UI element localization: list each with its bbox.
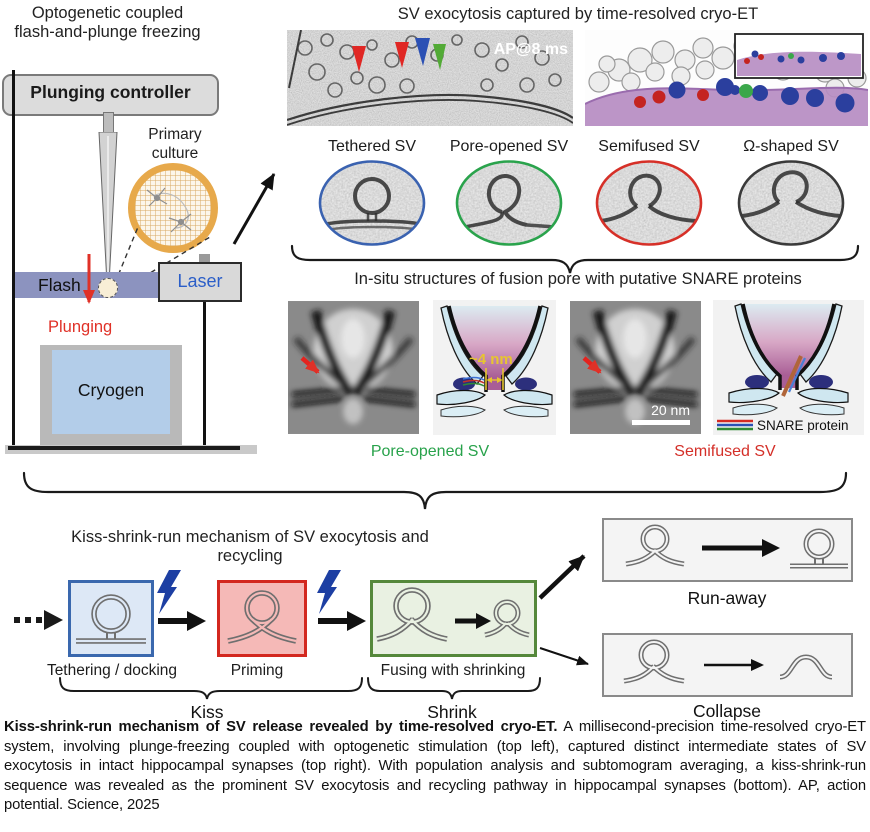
omega-shaped-sv-label: Ω-shaped SV: [743, 138, 839, 155]
segmentation-3d-image: [585, 30, 868, 126]
plunging-label: Plunging: [48, 318, 113, 336]
primed-vesicle-icon: [227, 590, 297, 644]
shrink-brace: [367, 677, 541, 700]
plunging-arrow-icon: [83, 254, 95, 304]
blue-arrowhead-icon: [415, 38, 430, 66]
collapse-branch-arrow-icon: [539, 647, 589, 666]
kiss-label: Kiss: [190, 702, 224, 722]
left-title-line1: Optogenetic coupled: [31, 4, 184, 22]
left-panel-title: Optogenetic coupled flash-and-plunge fre…: [5, 4, 210, 42]
top-right-title: SV exocytosis captured by time-resolved …: [397, 5, 759, 23]
pore-size-label: ~4 nm: [469, 351, 513, 368]
ap-time-label: AP@8 ms: [494, 41, 568, 58]
stage-tethering-label: Tethering / docking: [46, 662, 178, 679]
insitu-pore-opened-label: Pore-opened SV: [370, 443, 490, 460]
sample-droplet: [98, 278, 118, 298]
laser-box: Laser: [158, 262, 242, 302]
left-title-line2: flash-and-plunge freezing: [14, 23, 201, 41]
runaway-vesicle-icon: [625, 524, 848, 569]
figure-caption: Kiss-shrink-run mechanism of SV release …: [4, 718, 866, 816]
primary-culture-label: Primary culture: [148, 126, 202, 162]
tethered-sv-label: Tethered SV: [327, 138, 417, 155]
semifused-sv-label: Semifused SV: [598, 138, 700, 155]
snare-legend-label: SNARE protein: [757, 418, 849, 433]
green-arrowhead-icon: [433, 44, 446, 70]
lightning-bolt-icon: [157, 570, 181, 614]
semifused-sv-image: [595, 160, 703, 246]
snare-strands-icon: [462, 376, 485, 387]
flow-arrow-icon: [318, 611, 366, 631]
fusing-shrinking-box: [370, 580, 537, 657]
caption-body-text: A millisecond-precision time-resolved cr…: [4, 719, 866, 814]
scale-bar-label: 20 nm: [651, 402, 690, 418]
insitu-title: In-situ structures of fusion pore with p…: [354, 270, 802, 288]
sv-states-brace: [290, 244, 860, 274]
primary-culture-inset: [128, 163, 218, 253]
snare-rod-icon: [781, 355, 803, 397]
segmentation-inset: [734, 33, 864, 79]
runaway-branch-arrow-icon: [538, 554, 586, 600]
pore-opened-segmentation-image: ~4 nm: [433, 300, 556, 435]
pore-opened-sv-label: Pore-opened SV: [449, 138, 569, 155]
tethering-docking-box: [68, 580, 154, 657]
pore-opened-subtomogram-image: [288, 300, 419, 435]
laser-stand-line: [203, 302, 206, 448]
summary-brace: [22, 471, 848, 510]
semifused-segmentation-image: SNARE protein: [713, 300, 864, 435]
scale-bar: [632, 420, 690, 425]
flash-label: Flash: [38, 275, 81, 295]
laser-mount: [199, 254, 210, 262]
omega-shaped-sv-image: [737, 160, 845, 246]
vesicle-spheres: [634, 78, 855, 113]
dashed-arrow-icon: [14, 610, 63, 630]
red-arrow-icon: [582, 356, 602, 374]
pore-opened-sv-image: [455, 160, 563, 246]
flow-arrow-icon: [158, 611, 206, 631]
kiss-brace: [59, 677, 363, 700]
cryo-et-tomogram-image: AP@8 ms: [287, 30, 573, 126]
bottom-title: Kiss-shrink-run mechanism of SV exocytos…: [71, 528, 429, 565]
tethered-sv-image: [318, 160, 426, 246]
priming-box: [217, 580, 307, 657]
tethered-vesicle-icon: [76, 594, 146, 644]
collapse-label: Collapse: [692, 701, 762, 721]
plunging-controller-box: Plunging controller: [2, 74, 219, 116]
red-arrow-icon: [300, 356, 320, 374]
neuron-sketch-icon: [146, 187, 192, 233]
red-arrowhead-icon: [352, 46, 366, 72]
shrink-label: Shrink: [427, 702, 477, 722]
plunge-rail-line: [12, 70, 15, 448]
semifused-subtomogram-image: 20 nm: [570, 300, 701, 435]
caption-bold-title: Kiss-shrink-run mechanism of SV release …: [4, 719, 558, 735]
cryogen-liquid: Cryogen: [52, 350, 170, 434]
panel-link-arrow-icon: [232, 173, 276, 245]
runaway-label: Run-away: [687, 588, 767, 608]
red-arrowhead-icon: [395, 42, 409, 68]
collapse-vesicle-icon: [623, 639, 833, 684]
stage-priming-label: Priming: [230, 662, 284, 679]
stage-fusing-label: Fusing with shrinking: [380, 662, 526, 679]
snare-legend-icon: [717, 419, 753, 431]
plunging-controller-label: Plunging controller: [30, 82, 191, 102]
laser-label: Laser: [177, 271, 223, 291]
lightning-bolt-icon: [317, 570, 341, 614]
base-line: [8, 446, 240, 450]
cryogen-label: Cryogen: [77, 380, 145, 400]
insitu-semifused-label: Semifused SV: [674, 443, 776, 460]
collapse-box: [602, 633, 853, 697]
runaway-box: [602, 518, 853, 582]
fusing-vesicle-icon: [376, 587, 530, 642]
